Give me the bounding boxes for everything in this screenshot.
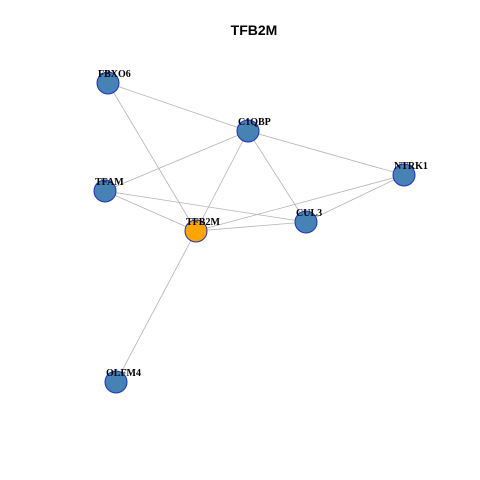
node-label-ntrk1: NTRK1 — [394, 161, 428, 172]
node-circle-ntrk1 — [392, 163, 416, 187]
node-circle-c1qbp — [236, 119, 260, 143]
node-circle-cul3 — [294, 210, 318, 234]
edge-tfam-cul3 — [104, 190, 307, 223]
node-label-c1qbp: C1QBP — [238, 117, 271, 128]
edge-fbxo6-tfb2m — [107, 82, 197, 232]
edge-tfb2m-olfm4 — [115, 230, 197, 383]
edge-tfam-tfb2m — [104, 190, 197, 232]
node-label-tfam: TFAM — [95, 177, 124, 188]
edge-fbxo6-c1qbp — [107, 82, 249, 132]
node-fbxo6: FBXO6 — [96, 69, 131, 95]
node-label-tfb2m: TFB2M — [186, 217, 220, 228]
graph-title: TFB2M — [231, 22, 278, 38]
edge-c1qbp-tfb2m — [195, 130, 249, 232]
edge-cul3-ntrk1 — [305, 174, 405, 223]
node-circle-tfam — [93, 179, 117, 203]
node-label-fbxo6: FBXO6 — [98, 69, 131, 80]
node-label-cul3: CUL3 — [296, 208, 322, 219]
node-c1qbp: C1QBP — [236, 117, 271, 143]
edge-tfb2m-cul3 — [195, 221, 307, 232]
node-olfm4: OLFM4 — [104, 368, 141, 394]
node-tfam: TFAM — [93, 177, 124, 203]
node-ntrk1: NTRK1 — [392, 161, 428, 187]
edges-layer — [104, 82, 405, 383]
edge-c1qbp-ntrk1 — [247, 130, 405, 176]
node-cul3: CUL3 — [294, 208, 322, 234]
node-label-olfm4: OLFM4 — [106, 368, 141, 379]
edge-c1qbp-tfam — [104, 130, 249, 192]
edge-tfb2m-ntrk1 — [195, 174, 405, 232]
node-circle-olfm4 — [104, 370, 128, 394]
node-circle-fbxo6 — [96, 71, 120, 95]
node-circle-tfb2m — [184, 219, 208, 243]
node-tfb2m: TFB2M — [184, 217, 220, 243]
edge-c1qbp-cul3 — [247, 130, 307, 223]
